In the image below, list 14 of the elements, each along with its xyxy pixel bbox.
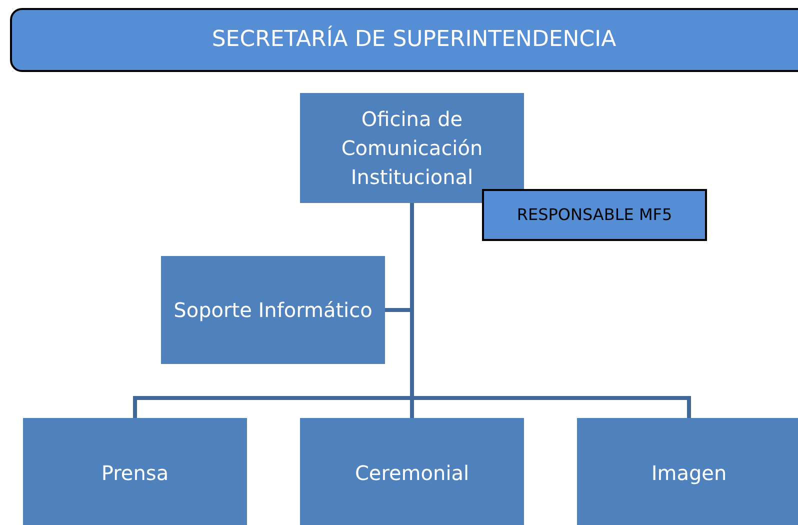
- node-label: Imagen: [651, 460, 727, 486]
- node-label: RESPONSABLE MF5: [516, 204, 672, 226]
- org-box: [300, 418, 524, 525]
- node-label: Prensa: [101, 460, 169, 486]
- org-box: [577, 418, 798, 525]
- org-box: [300, 93, 524, 203]
- org-box: [161, 256, 385, 364]
- node-label: Soporte Informático: [174, 296, 372, 324]
- node-label: Oficina de Comunicación Institucional: [340, 106, 484, 190]
- node-label: Ceremonial: [354, 460, 470, 486]
- responsible-tag: [482, 189, 707, 241]
- node-label: SECRETARÍA DE SUPERINTENDENCIA: [212, 24, 616, 54]
- title-banner: [10, 8, 798, 72]
- org-box: [23, 418, 247, 525]
